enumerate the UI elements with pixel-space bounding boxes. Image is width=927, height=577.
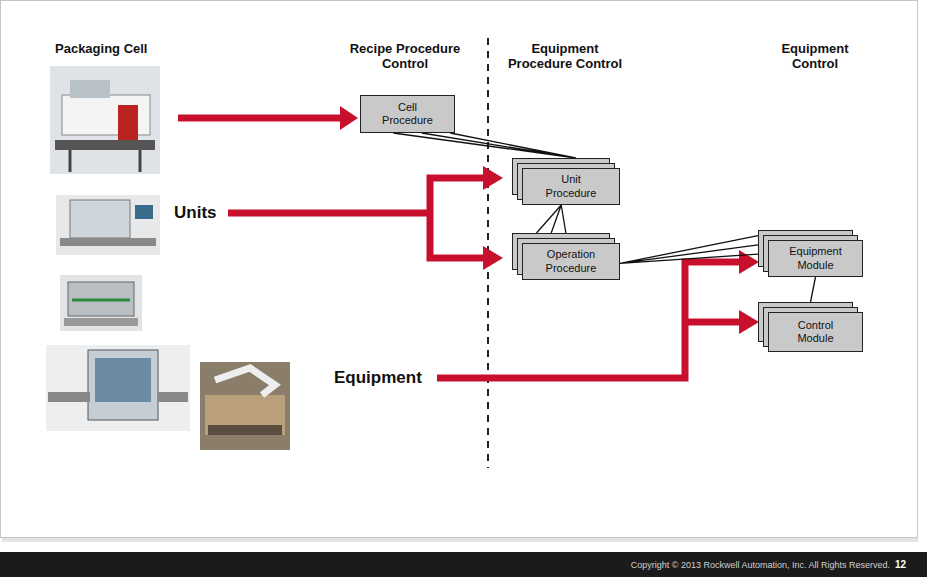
panel-shadow <box>2 538 918 542</box>
box-text: Operation Procedure <box>539 248 603 274</box>
hierarchy-link <box>537 205 566 233</box>
box-text: Unit Procedure <box>539 173 603 199</box>
group-label: Units <box>174 203 226 223</box>
arrow-head <box>340 106 759 334</box>
copyright-note: Copyright © 2013 Rockwell Automation, In… <box>520 560 890 570</box>
machine-photo <box>50 66 160 174</box>
box-text: Cell Procedure <box>377 101 438 127</box>
hierarchy-link <box>620 236 758 264</box>
hierarchy-link <box>393 133 576 158</box>
procedure-box: Control Module <box>768 312 863 352</box>
machine-photo <box>60 275 142 331</box>
hierarchy-link <box>811 277 816 302</box>
red-arrow <box>178 118 742 378</box>
machine-photo <box>46 345 190 431</box>
machine-photo <box>56 195 160 255</box>
robot-photo <box>200 362 290 450</box>
column-heading: Recipe Procedure Control <box>335 42 475 72</box>
slide-panel <box>1 1 918 538</box>
procedure-box: Equipment Module <box>768 240 863 277</box>
column-heading: Packaging Cell <box>55 42 205 57</box>
box-text: Control Module <box>785 319 846 345</box>
page-number: 12 <box>895 559 917 571</box>
group-label: Equipment <box>334 368 434 388</box>
column-heading: Equipment Control <box>760 42 870 72</box>
procedure-box: Unit Procedure <box>522 168 620 205</box>
footer-bar <box>0 552 927 577</box>
column-heading: Equipment Procedure Control <box>505 42 625 72</box>
box-text: Equipment Module <box>785 245 846 271</box>
procedure-box: Cell Procedure <box>360 95 455 133</box>
procedure-box: Operation Procedure <box>522 243 620 280</box>
